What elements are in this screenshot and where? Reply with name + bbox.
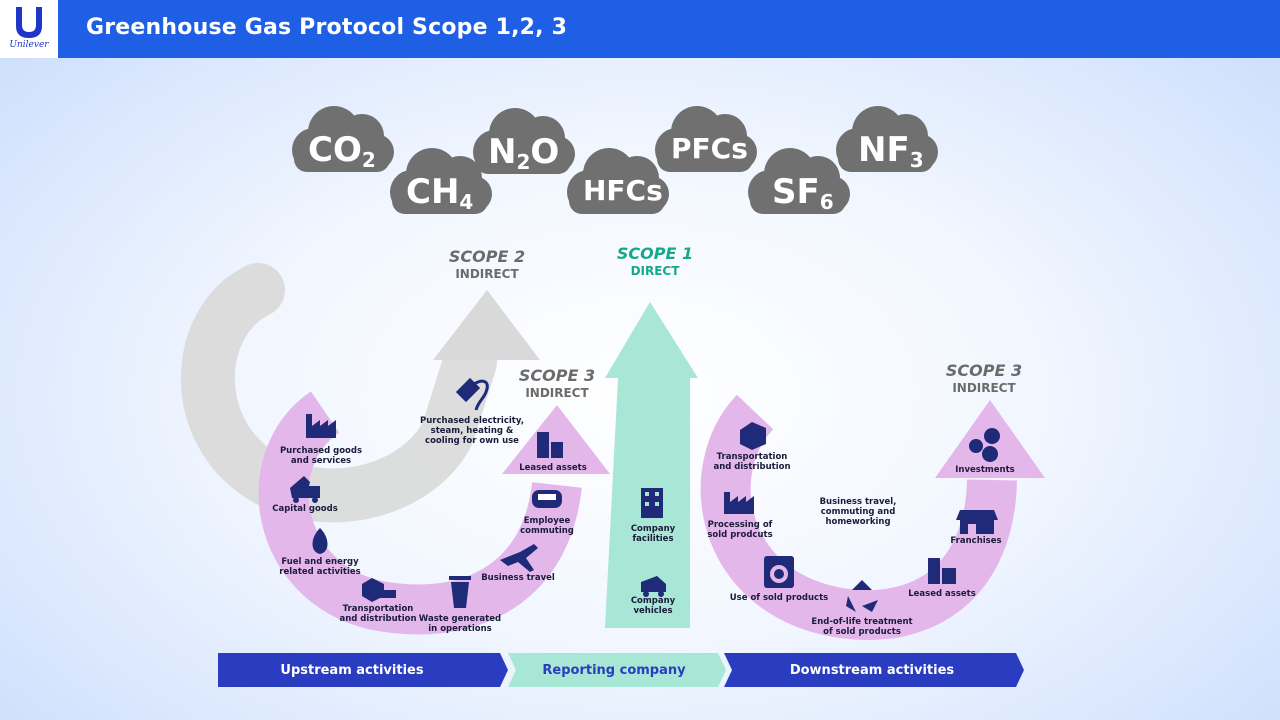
train-icon — [532, 490, 562, 508]
trash-icon — [449, 576, 471, 608]
activity-bands: Upstream activities Reporting company Do… — [218, 653, 1024, 687]
box-icon-downstream — [740, 422, 766, 450]
upstream-band-label: Upstream activities — [280, 663, 423, 678]
vehicle-icon — [641, 576, 666, 597]
scope1-sub: DIRECT — [631, 264, 681, 278]
box-icon — [362, 578, 396, 602]
downstream-band — [724, 653, 1024, 687]
label-downstream-leased-assets: Leased assets — [908, 589, 976, 599]
label-upstream-leased-assets: Leased assets — [519, 463, 587, 473]
energy-icon — [312, 528, 328, 554]
scope2-sub: INDIRECT — [455, 267, 519, 281]
scope3-upstream-sub: INDIRECT — [525, 386, 589, 400]
unilever-logo: Unilever — [0, 0, 58, 58]
gas-co2: CO2 — [308, 130, 376, 172]
reporting-band — [508, 653, 726, 687]
plane-icon — [500, 544, 538, 572]
scope1-title: SCOPE 1 — [617, 244, 693, 263]
facilities-icon — [641, 488, 663, 518]
scope-labels: SCOPE 2 INDIRECT SCOPE 1 DIRECT SCOPE 3 … — [449, 244, 1022, 400]
factory-icon-downstream — [724, 492, 754, 514]
gas-n2o: N2O — [488, 132, 559, 174]
ghg-diagram: CO2 CH4 N2O HFCs PFCs SF6 NF3 SCOPE 2 IN… — [180, 106, 1045, 687]
washing-machine-icon — [764, 556, 794, 588]
leased-building-icon — [928, 558, 956, 584]
shop-icon — [956, 510, 998, 534]
label-franchises: Franchises — [950, 536, 1001, 546]
gas-sf6: SF6 — [772, 172, 834, 214]
gas-hfcs: HFCs — [583, 174, 663, 207]
coins-icon — [969, 428, 1000, 462]
factory-icon — [306, 414, 336, 438]
page-title: Greenhouse Gas Protocol Scope 1,2, 3 — [86, 15, 568, 40]
label-purchased-electricity: Purchased electricity,steam, heating &co… — [420, 416, 524, 446]
gas-pfcs: PFCs — [671, 132, 748, 165]
scope1-arrow — [605, 302, 698, 628]
scope3-downstream-sub: INDIRECT — [952, 381, 1016, 395]
label-use-of-products: Use of sold products — [730, 593, 828, 603]
reporting-band-label: Reporting company — [542, 663, 686, 678]
label-business-travel: Business travel — [481, 573, 555, 583]
label-investments: Investments — [955, 465, 1014, 475]
scope3-downstream-title: SCOPE 3 — [946, 361, 1022, 380]
upstream-band — [218, 653, 508, 687]
plug-icon — [455, 377, 489, 411]
label-capital-goods: Capital goods — [272, 504, 338, 514]
unilever-u-icon — [16, 7, 42, 38]
activity-icons — [290, 377, 1000, 612]
downstream-band-label: Downstream activities — [790, 663, 955, 678]
building-icon — [537, 432, 563, 458]
recycle-icon — [846, 580, 878, 612]
scope2-title: SCOPE 2 — [449, 247, 525, 266]
gas-ch4: CH4 — [406, 172, 473, 214]
brand-name: Unilever — [9, 40, 49, 50]
truck-icon — [290, 476, 320, 503]
scope3-upstream-title: SCOPE 3 — [519, 366, 595, 385]
scope2-arrow — [180, 263, 540, 523]
header-bar: Unilever Greenhouse Gas Protocol Scope 1… — [0, 0, 1280, 58]
gas-nf3: NF3 — [858, 130, 924, 172]
